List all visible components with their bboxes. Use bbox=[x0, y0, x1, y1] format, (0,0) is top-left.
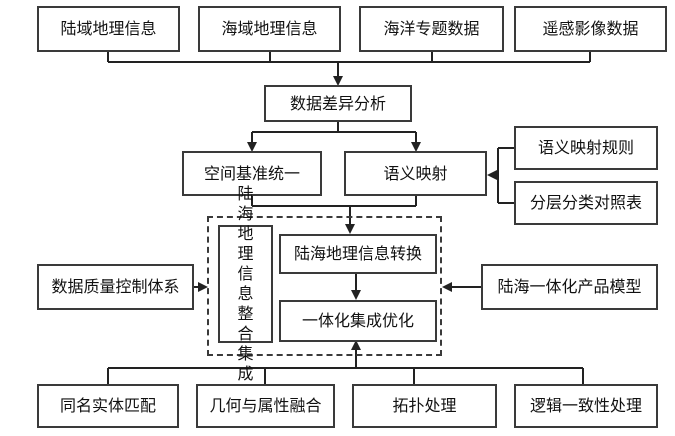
layer-table-label: 分层分类对照表 bbox=[529, 193, 642, 212]
source-label: 海域地理信息 bbox=[221, 19, 318, 38]
process-entity-matching: 同名实体匹配 bbox=[37, 384, 179, 428]
layer-classification-table: 分层分类对照表 bbox=[514, 181, 658, 225]
source-remote-sensing-data: 遥感影像数据 bbox=[514, 6, 667, 52]
process-label: 逻辑一致性处理 bbox=[529, 396, 642, 415]
source-ocean-thematic-data: 海洋专题数据 bbox=[359, 6, 504, 52]
spatial-unify-label: 空间基准统一 bbox=[203, 163, 300, 183]
integrated-optimization: 一体化集成优化 bbox=[279, 300, 437, 342]
semantic-mapping: 语义映射 bbox=[344, 151, 487, 196]
source-sea-geo-info: 海域地理信息 bbox=[198, 6, 341, 52]
semantic-mapping-label: 语义映射 bbox=[383, 163, 448, 183]
spatial-datum-unify: 空间基准统一 bbox=[182, 151, 322, 196]
source-label: 陆域地理信息 bbox=[60, 19, 157, 38]
source-label: 遥感影像数据 bbox=[542, 19, 639, 38]
data-difference-analysis: 数据差异分析 bbox=[264, 85, 412, 122]
integration-group bbox=[207, 216, 442, 356]
integration-label-box: 陆海地理信息整合集成 bbox=[218, 184, 273, 383]
process-logical-consistency: 逻辑一致性处理 bbox=[514, 384, 658, 428]
integration-label: 陆海地理信息整合集成 bbox=[237, 184, 254, 383]
process-topology: 拓扑处理 bbox=[352, 384, 497, 428]
data-quality-control-system: 数据质量控制体系 bbox=[37, 264, 194, 310]
land-sea-product-model: 陆海一体化产品模型 bbox=[481, 264, 658, 310]
optimization-label: 一体化集成优化 bbox=[301, 311, 414, 330]
semantic-rules-label: 语义映射规则 bbox=[537, 138, 634, 157]
process-label: 几何与属性融合 bbox=[209, 396, 322, 415]
analysis-label: 数据差异分析 bbox=[289, 93, 386, 113]
process-geometry-attribute-fusion: 几何与属性融合 bbox=[196, 384, 335, 428]
quality-control-label: 数据质量控制体系 bbox=[51, 277, 180, 296]
semantic-mapping-rules: 语义映射规则 bbox=[514, 126, 658, 170]
source-land-geo-info: 陆域地理信息 bbox=[37, 6, 180, 52]
product-model-label: 陆海一体化产品模型 bbox=[497, 277, 642, 296]
process-label: 同名实体匹配 bbox=[59, 396, 156, 415]
conversion-label: 陆海地理信息转换 bbox=[293, 244, 422, 263]
source-label: 海洋专题数据 bbox=[383, 19, 480, 38]
land-sea-geo-conversion: 陆海地理信息转换 bbox=[279, 234, 437, 274]
process-label: 拓扑处理 bbox=[392, 396, 457, 415]
